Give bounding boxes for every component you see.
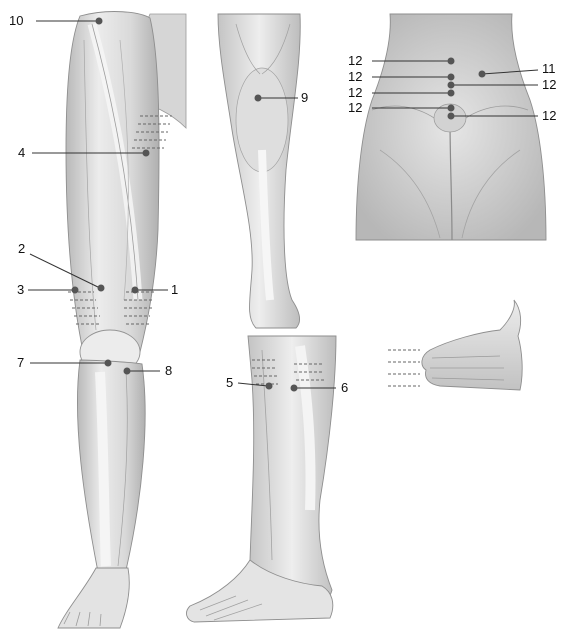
label-4: 4 — [18, 146, 25, 160]
point-8 — [124, 368, 131, 375]
point-12b — [448, 74, 455, 81]
point-9 — [255, 95, 262, 102]
label-9: 9 — [301, 91, 308, 105]
label-12-c: 12 — [348, 86, 362, 100]
label-3: 3 — [17, 283, 24, 297]
label-12-e: 12 — [542, 78, 556, 92]
point-2 — [98, 285, 105, 292]
label-11: 11 — [542, 62, 556, 76]
point-12e — [448, 105, 455, 112]
point-4 — [143, 150, 150, 157]
point-3 — [72, 287, 79, 294]
hand-figure — [388, 300, 522, 390]
point-10 — [96, 18, 103, 25]
posterior-leg-figure — [218, 14, 300, 328]
medial-leg-figure — [187, 336, 336, 622]
point-12f — [448, 113, 455, 120]
label-1: 1 — [171, 283, 178, 297]
point-6 — [291, 385, 298, 392]
point-7 — [105, 360, 112, 367]
point-5 — [266, 383, 273, 390]
finger-width-dash-marks — [388, 350, 420, 386]
point-1 — [132, 287, 139, 294]
label-12-a: 12 — [348, 54, 362, 68]
point-12c — [448, 82, 455, 89]
label-7: 7 — [17, 356, 24, 370]
label-6: 6 — [341, 381, 348, 395]
label-10: 10 — [9, 14, 23, 28]
point-12a — [448, 58, 455, 65]
label-2: 2 — [18, 242, 25, 256]
lower-back-figure — [356, 14, 546, 240]
label-12-d: 12 — [348, 101, 362, 115]
front-leg-figure — [58, 12, 186, 628]
label-8: 8 — [165, 364, 172, 378]
point-11 — [479, 71, 486, 78]
point-12d — [448, 90, 455, 97]
label-12-f: 12 — [542, 109, 556, 123]
label-5: 5 — [226, 376, 233, 390]
label-12-b: 12 — [348, 70, 362, 84]
